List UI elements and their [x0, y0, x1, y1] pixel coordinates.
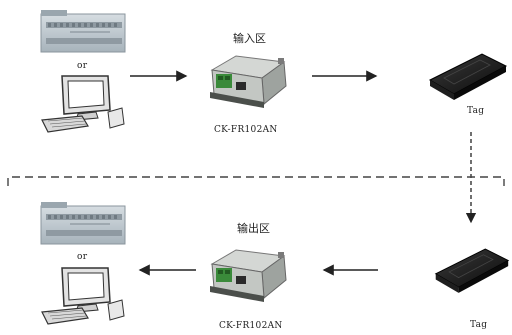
desktop-computer-icon	[38, 74, 128, 136]
zone-label-output: 输出区	[237, 222, 270, 235]
or-label-bottom: or	[77, 252, 88, 262]
zone-divider	[7, 176, 505, 186]
rfid-reader-module-icon	[206, 242, 292, 304]
zone-label-input: 输入区	[233, 32, 266, 45]
rfid-tag-icon	[430, 244, 512, 296]
device-label-top: CK-FR102AN	[214, 125, 278, 135]
or-label-top: or	[77, 61, 88, 71]
rfid-tag-icon	[424, 50, 510, 102]
tag-label-bottom: Tag	[470, 320, 488, 330]
plc-module-icon	[40, 8, 126, 54]
desktop-computer-icon	[38, 266, 128, 328]
tag-label-top: Tag	[467, 106, 485, 116]
arrow-to-reader-top	[130, 70, 188, 82]
device-label-bottom: CK-FR102AN	[219, 321, 283, 331]
arrow-to-computer-bottom	[138, 264, 196, 276]
plc-module-icon	[40, 200, 126, 246]
arrow-to-reader-bottom	[322, 264, 378, 276]
rfid-reader-module-icon	[206, 48, 292, 110]
arrow-to-tag-top	[312, 70, 378, 82]
